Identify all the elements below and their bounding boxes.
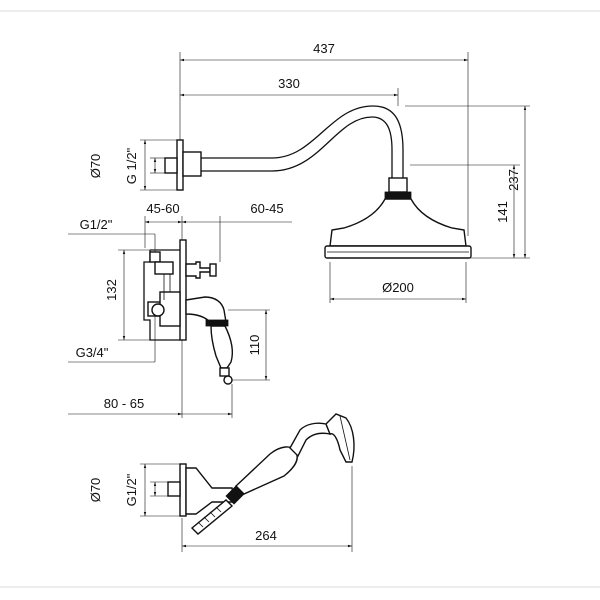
arm-wall-flange bbox=[176, 139, 184, 191]
arm-joint bbox=[388, 177, 408, 193]
dim-264-label: 264 bbox=[255, 528, 277, 543]
dim-110-label: 110 bbox=[247, 335, 262, 356]
lever-handle-base bbox=[185, 296, 227, 323]
dim-g34-label: G3/4" bbox=[76, 345, 109, 360]
dim-d200-label: Ø200 bbox=[382, 280, 414, 295]
lever-handle-tip bbox=[219, 367, 230, 377]
arm-joint-ring bbox=[384, 191, 412, 200]
hand-connector bbox=[167, 481, 181, 497]
dim-60-45-label: 60-45 bbox=[250, 201, 283, 216]
hand-shower-neck bbox=[289, 422, 332, 458]
hand-shower-handle bbox=[234, 446, 298, 495]
dim-141-label: 141 bbox=[495, 201, 510, 223]
lever-handle-collar bbox=[205, 319, 229, 327]
valve-inner-circle bbox=[151, 303, 165, 317]
arm-nut bbox=[182, 151, 202, 177]
hand-shower-head bbox=[325, 413, 355, 463]
top-dimensions: 437 330 237 141 Ø70 G 1/2" Ø200 bbox=[88, 41, 530, 303]
dim-132-label: 132 bbox=[104, 279, 119, 301]
dim-g12-valve-label: G1/2" bbox=[80, 217, 113, 232]
dim-d70-bottom-label: Ø70 bbox=[88, 478, 103, 503]
dim-437-label: 437 bbox=[313, 41, 335, 56]
valve-wall-plate bbox=[179, 239, 187, 341]
dim-80-65-label: 80 - 65 bbox=[104, 396, 144, 411]
lever-handle[interactable] bbox=[210, 325, 234, 369]
arm-connector bbox=[164, 157, 178, 174]
hand-wall-flange bbox=[179, 463, 187, 517]
dim-45-60-label: 45-60 bbox=[146, 201, 179, 216]
lever-handle-ball bbox=[223, 375, 233, 385]
valve-upper-port bbox=[149, 251, 161, 263]
hand-shower-dimensions: Ø70 G1/2" 264 bbox=[88, 463, 353, 552]
dim-d70-top-label: Ø70 bbox=[88, 154, 103, 179]
diverter-knob[interactable] bbox=[185, 261, 211, 279]
hand-shower-assembly bbox=[167, 413, 355, 535]
valve-diverter-stem bbox=[154, 261, 174, 275]
shower-arm-assembly bbox=[164, 105, 472, 259]
dim-330-label: 330 bbox=[278, 76, 300, 91]
shower-head-body bbox=[329, 198, 467, 247]
diverter-knob-cap[interactable] bbox=[209, 263, 217, 277]
dim-g12-bottom-label: G1/2" bbox=[124, 473, 139, 506]
dim-g12-top-label: G 1/2" bbox=[124, 147, 139, 184]
dim-237-label: 237 bbox=[506, 169, 521, 191]
valve-dimensions: 45-60 60-45 G1/2" 132 G3/4" 110 80 - 65 bbox=[68, 201, 292, 418]
gooseneck-arm bbox=[201, 105, 404, 178]
mixing-valve-assembly bbox=[143, 239, 234, 385]
